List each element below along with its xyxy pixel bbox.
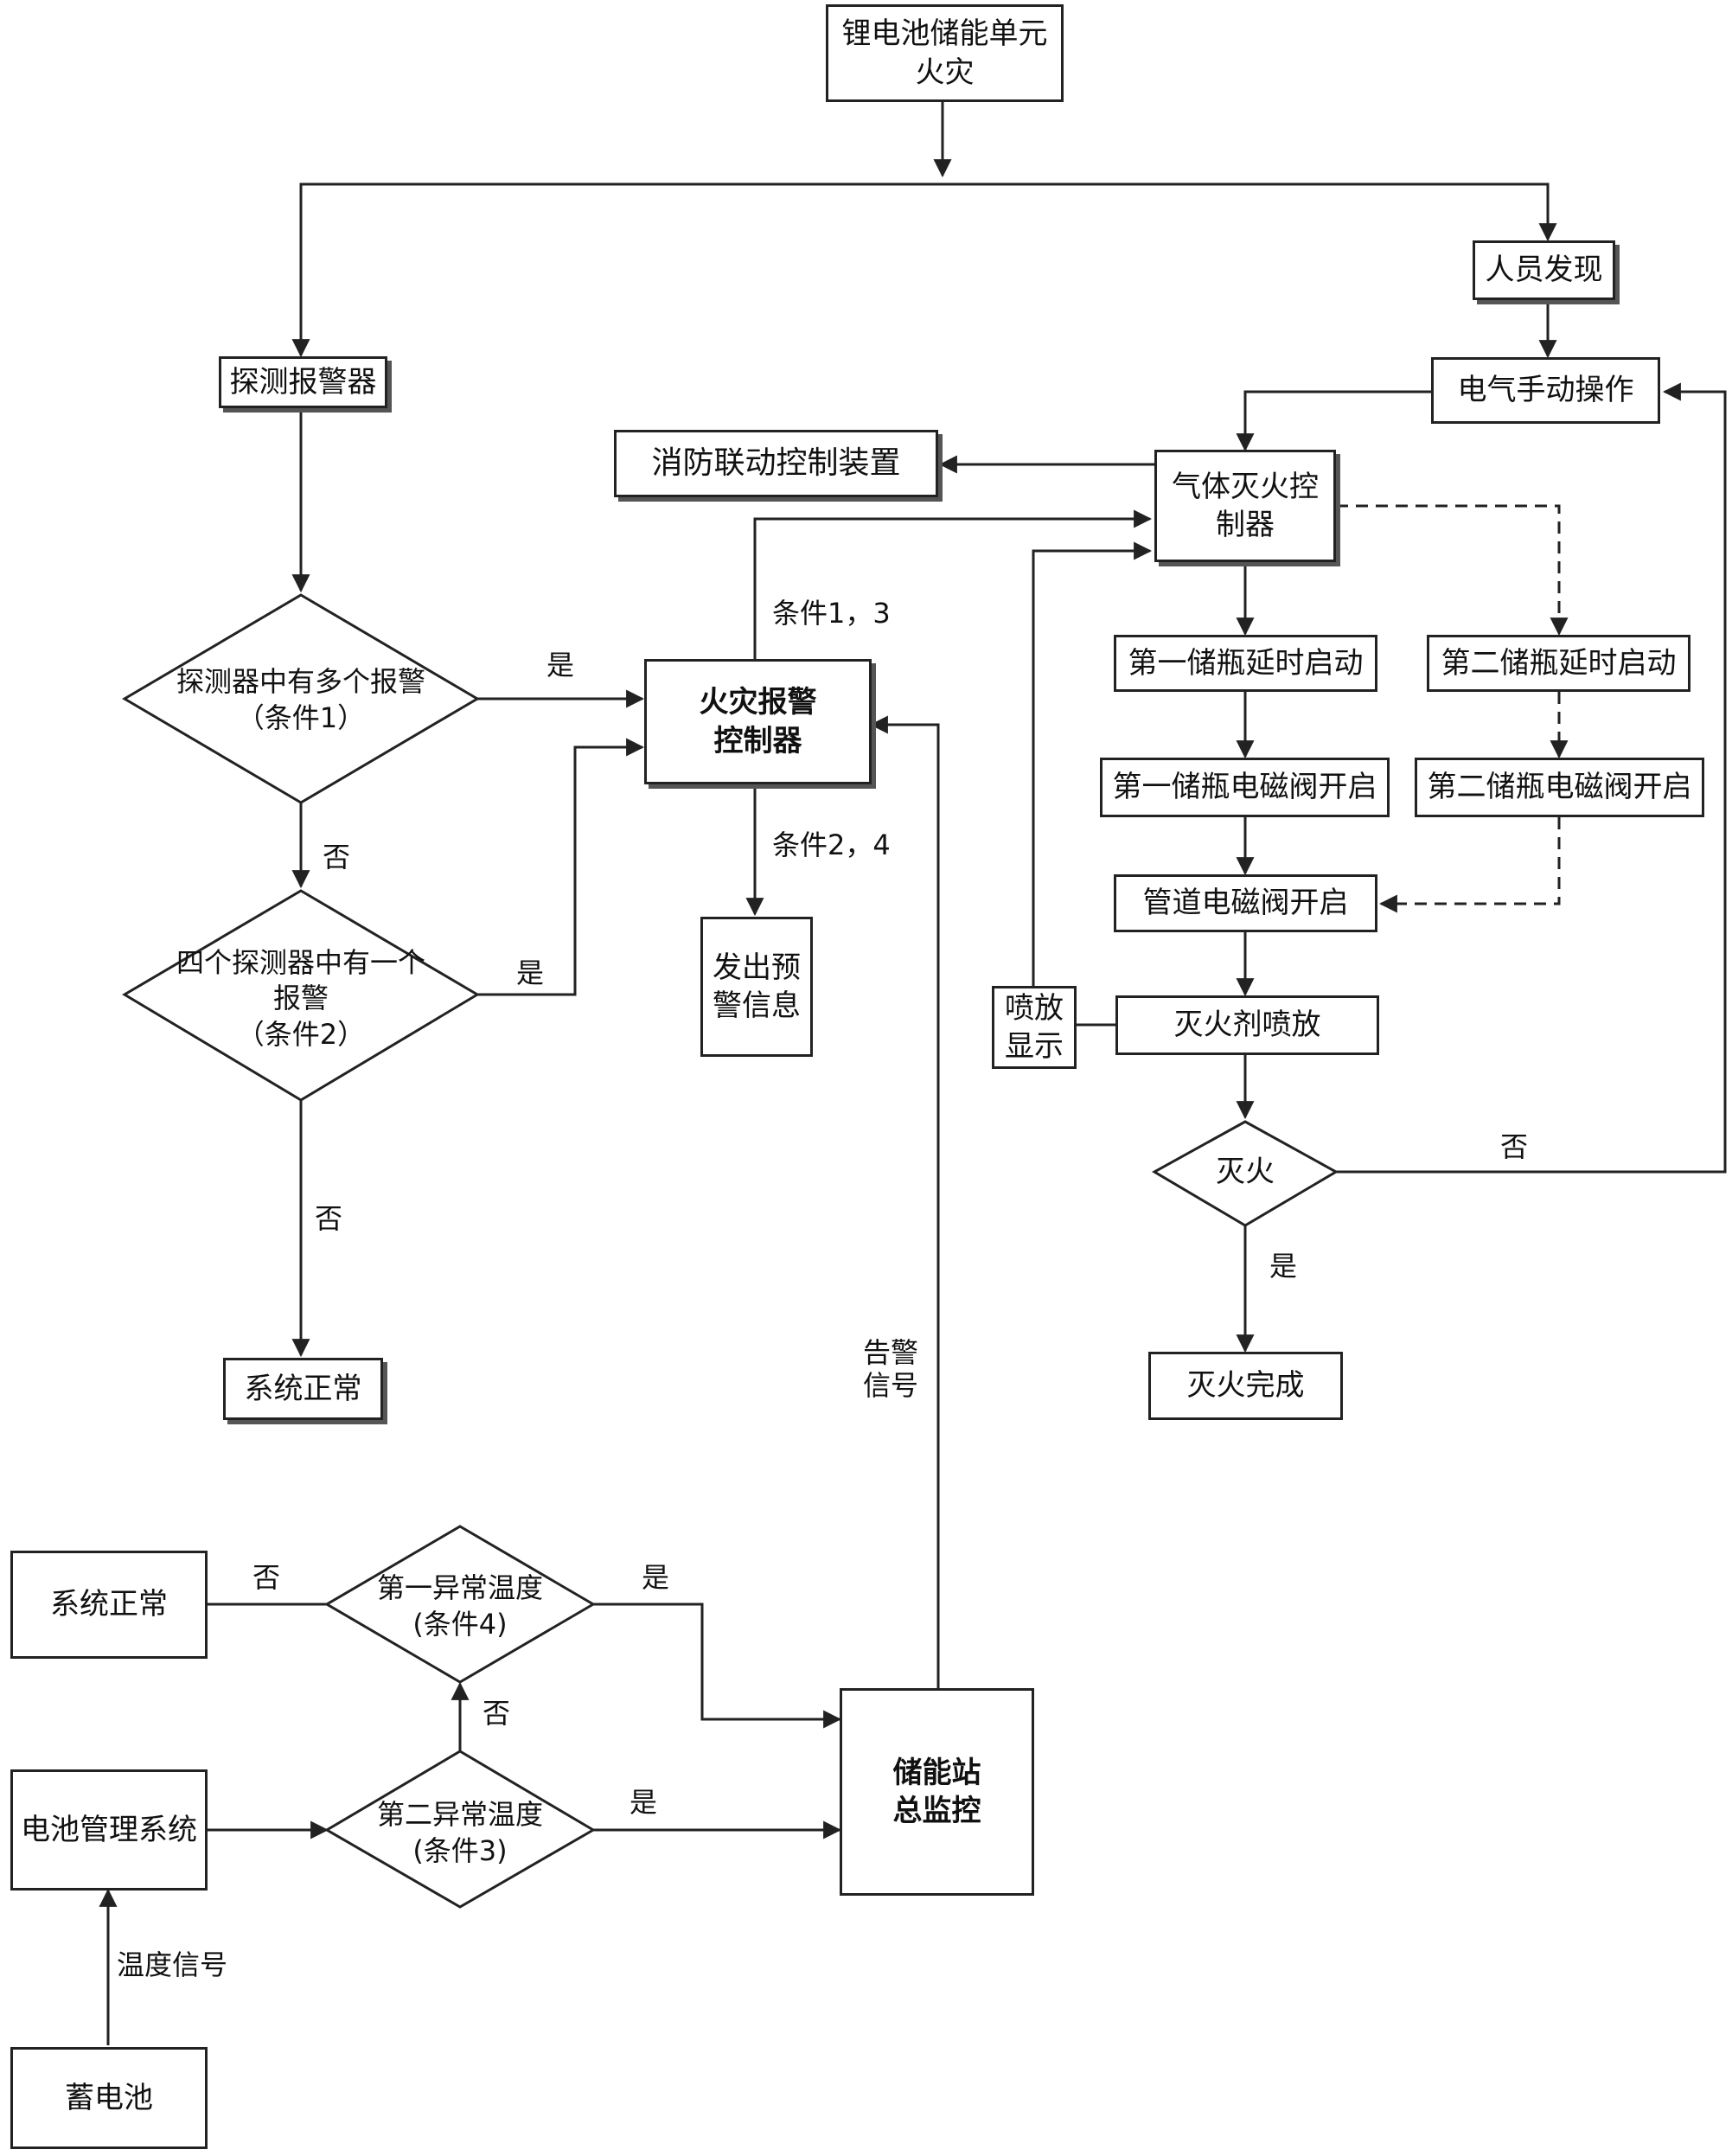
node-warning-info: 发出预警信息: [700, 917, 813, 1057]
label-alarm-signal: 告警信号: [863, 1336, 918, 1403]
node-text: 电气手动操作: [1457, 373, 1634, 408]
arrow-temp1-yes: [593, 1603, 842, 1729]
node-text: 灭火: [1216, 1154, 1275, 1189]
node-text: 第二储瓶电磁阀开启: [1427, 770, 1692, 805]
node-storage-battery: 蓄电池: [10, 2047, 208, 2149]
node-text: 管道电磁阀开启: [1142, 886, 1349, 921]
node-battery-management-system: 电池管理系统: [10, 1769, 208, 1890]
label-condition-1-3: 条件1，3: [772, 597, 891, 630]
node-fire-linkage-device: 消防联动控制装置: [614, 430, 938, 497]
label-yes-multi: 是: [546, 649, 575, 681]
dashed-gas-to-bottle2: [1336, 504, 1569, 637]
node-station-monitor: 储能站总监控: [840, 1688, 1034, 1896]
label-yes-temp1: 是: [642, 1561, 670, 1594]
label-no-one: 否: [315, 1202, 343, 1235]
arrow-split-to-person: [943, 182, 1557, 242]
label-no-extinguish: 否: [1500, 1130, 1529, 1163]
label-text: 信号: [863, 1369, 919, 1403]
node-text: 四个探测器中有一个: [176, 945, 425, 979]
arrow-split-to-detector: [291, 182, 943, 358]
label-temperature-signal: 温度信号: [117, 1948, 228, 1981]
node-detector-alarm: 探测报警器: [219, 356, 387, 408]
node-text: 系统正常: [50, 1587, 168, 1622]
node-text: 第一储瓶延时启动: [1128, 645, 1364, 681]
node-agent-spray: 灭火剂喷放: [1115, 995, 1379, 1055]
node-text: （条件1）: [236, 701, 366, 734]
node-text: 第一储瓶电磁阀开启: [1112, 770, 1377, 805]
node-text: 第二储瓶延时启动: [1441, 645, 1677, 681]
node-text: 消防联动控制装置: [651, 445, 901, 481]
node-text: 制器: [1216, 508, 1275, 542]
node-person-found: 人员发现: [1473, 240, 1615, 300]
node-spray-display: 喷放显示: [992, 986, 1077, 1069]
arrow-decision2-yes: [477, 738, 645, 996]
label-text: 告警: [863, 1336, 919, 1369]
node-text: 控制器: [713, 723, 802, 758]
decision-multi-alarm-shape: [122, 593, 480, 804]
node-text: 总监控: [892, 1794, 981, 1828]
dashed-valve2-to-pipe: [1378, 817, 1561, 913]
node-bottle1-delay: 第一储瓶延时启动: [1114, 635, 1377, 692]
node-manual-operation: 电气手动操作: [1431, 357, 1660, 424]
decision-temp2-text: 第二异常温度(条件3): [346, 1792, 574, 1874]
node-fire-alarm-controller: 火灾报警控制器: [644, 659, 872, 784]
node-text: 火灾报警: [699, 685, 817, 720]
decision-extinguish-text: 灭火: [1176, 1146, 1314, 1198]
node-text: (条件3): [412, 1833, 508, 1867]
node-text: 发出预: [713, 950, 801, 985]
node-text: 人员发现: [1485, 253, 1603, 288]
arrow-display-to-gas: [1032, 541, 1153, 986]
decision-temp1-shape: [324, 1525, 596, 1684]
node-text: 灭火剂喷放: [1173, 1008, 1321, 1043]
label-condition-2-4: 条件2，4: [772, 828, 891, 861]
decision-one-alarm-text: 四个探测器中有一个报警（条件2）: [130, 938, 472, 1059]
node-lithium-battery-fire: 锂电池储能单元火灾: [826, 4, 1064, 102]
arrow-manual-to-gas: [1236, 390, 1431, 452]
node-bottle2-valve: 第二储瓶电磁阀开启: [1415, 758, 1704, 817]
node-text: 气体灭火控: [1172, 469, 1319, 504]
decision-one-alarm-shape: [122, 889, 480, 1102]
node-text: 储能站: [892, 1755, 981, 1790]
label-no-temp1: 否: [252, 1561, 281, 1594]
node-text: 电池管理系统: [21, 1812, 197, 1847]
node-text: (条件4): [412, 1607, 508, 1641]
node-text: 警信息: [713, 988, 801, 1023]
label-yes-one: 是: [516, 956, 545, 989]
node-system-normal-top: 系统正常: [223, 1358, 383, 1420]
node-text: 喷放: [1005, 990, 1064, 1026]
decision-multi-alarm-text: 探测器中有多个报警（条件1）: [130, 657, 472, 744]
arrow-extinguish-no: [1336, 382, 1727, 1174]
label-no-temp2: 否: [483, 1697, 511, 1730]
arrow-monitor-to-alarm-controller: [869, 715, 940, 1688]
label-no-multi: 否: [323, 841, 351, 873]
node-extinguish-done: 灭火完成: [1148, 1352, 1343, 1420]
label-yes-extinguish: 是: [1269, 1250, 1298, 1283]
node-text: 第二异常温度: [376, 1797, 543, 1831]
node-text: 第一异常温度: [376, 1571, 543, 1604]
arrow-cond13-to-gas: [753, 509, 1153, 659]
node-text: 系统正常: [244, 1371, 362, 1406]
node-text: 探测器中有多个报警: [176, 665, 425, 699]
node-text: 灭火完成: [1186, 1368, 1305, 1404]
node-text: 火灾: [915, 54, 975, 90]
node-text: 锂电池储能单元: [841, 16, 1048, 52]
node-text: 显示: [1005, 1029, 1064, 1064]
node-pipe-valve: 管道电磁阀开启: [1114, 874, 1377, 932]
node-text: 探测报警器: [229, 364, 377, 400]
node-bottle2-delay: 第二储瓶延时启动: [1427, 635, 1690, 692]
node-bottle1-valve: 第一储瓶电磁阀开启: [1100, 758, 1390, 817]
node-system-normal-bottom: 系统正常: [10, 1551, 208, 1659]
node-text: 蓄电池: [65, 2080, 153, 2115]
node-text: 报警: [272, 982, 329, 1015]
decision-temp1-text: 第一异常温度(条件4): [346, 1565, 574, 1647]
decision-extinguish-shape: [1151, 1120, 1339, 1227]
node-text: （条件2）: [236, 1017, 366, 1051]
node-gas-controller: 气体灭火控制器: [1154, 450, 1336, 562]
decision-temp2-shape: [324, 1750, 596, 1909]
label-yes-temp2: 是: [630, 1786, 658, 1819]
